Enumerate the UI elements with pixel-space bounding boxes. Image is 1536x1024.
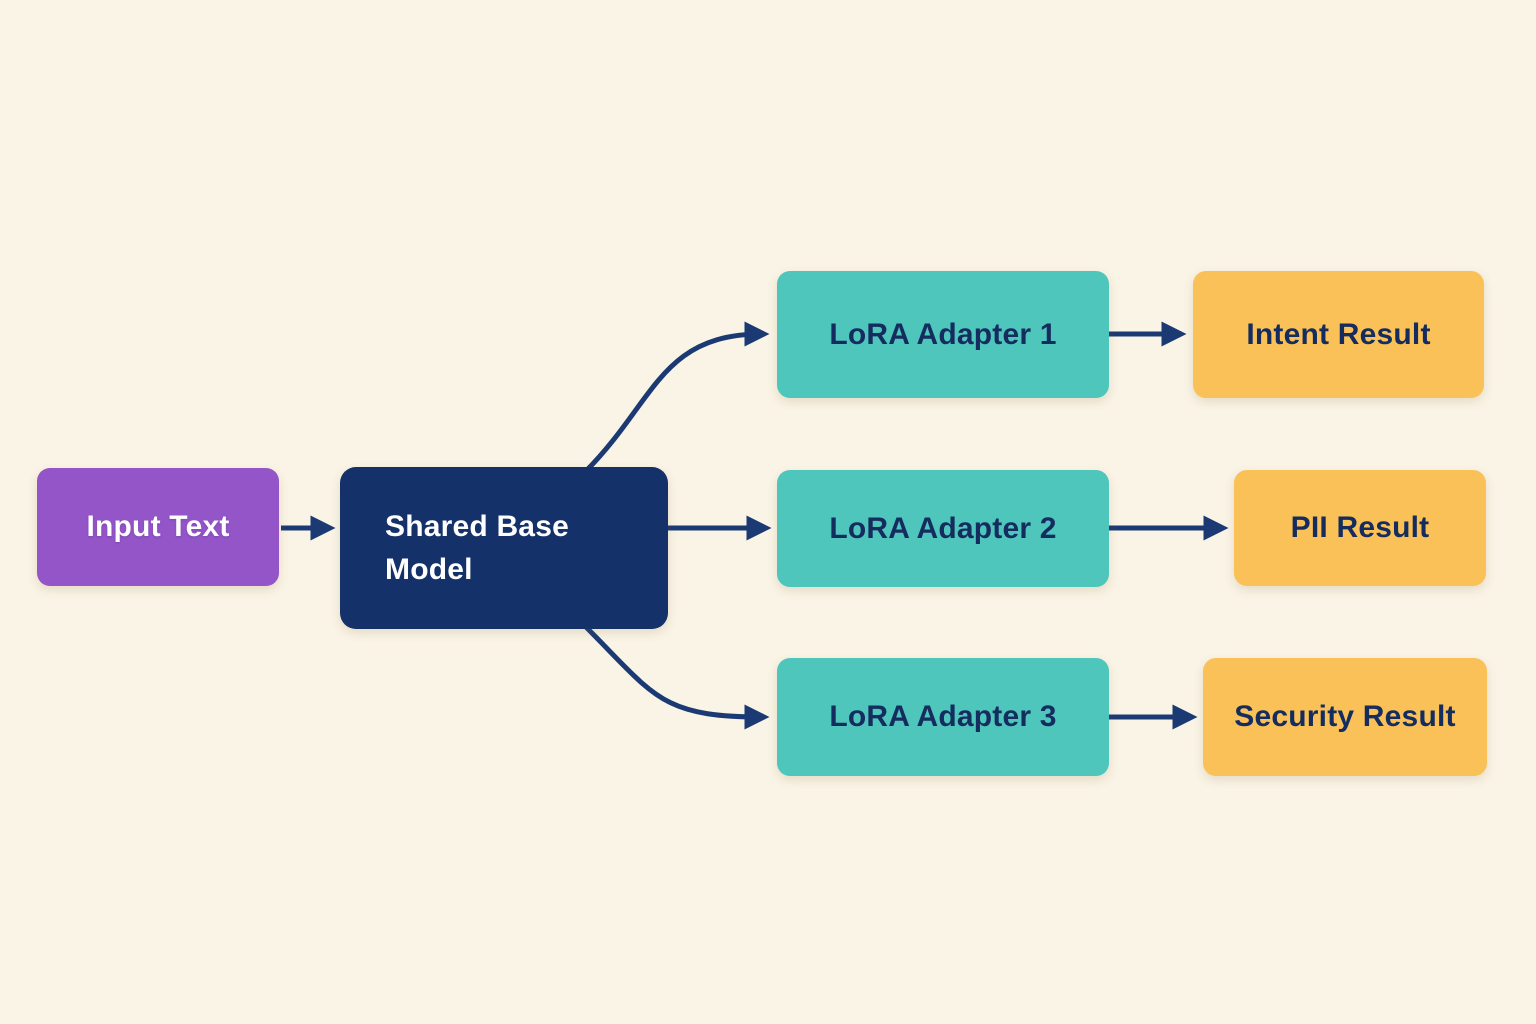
node-input-text-label: Input Text [86,510,230,543]
node-lora-adapter-3-label: LoRA Adapter 3 [829,700,1057,733]
node-lora-adapter-1-label: LoRA Adapter 1 [829,317,1057,351]
node-pii-result: PII Result [1234,470,1486,586]
node-intent-result: Intent Result [1193,271,1484,398]
node-lora-adapter-2: LoRA Adapter 2 [777,470,1109,587]
node-shared-base-model-label: Shared Base Model [385,509,569,587]
node-security-result: Security Result [1203,658,1487,776]
node-shared-base-model: Shared Base Model [340,467,668,629]
node-lora-adapter-3: LoRA Adapter 3 [777,658,1109,776]
node-pii-result-label: PII Result [1290,511,1430,544]
node-lora-adapter-2-label: LoRA Adapter 2 [829,511,1057,545]
node-lora-adapter-1: LoRA Adapter 1 [777,271,1109,398]
node-intent-result-label: Intent Result [1246,317,1431,351]
node-input-text: Input Text [37,468,279,586]
node-security-result-label: Security Result [1234,700,1456,733]
edge-base-to-adapter1 [583,321,770,474]
edge-base-to-adapter3 [583,624,770,730]
